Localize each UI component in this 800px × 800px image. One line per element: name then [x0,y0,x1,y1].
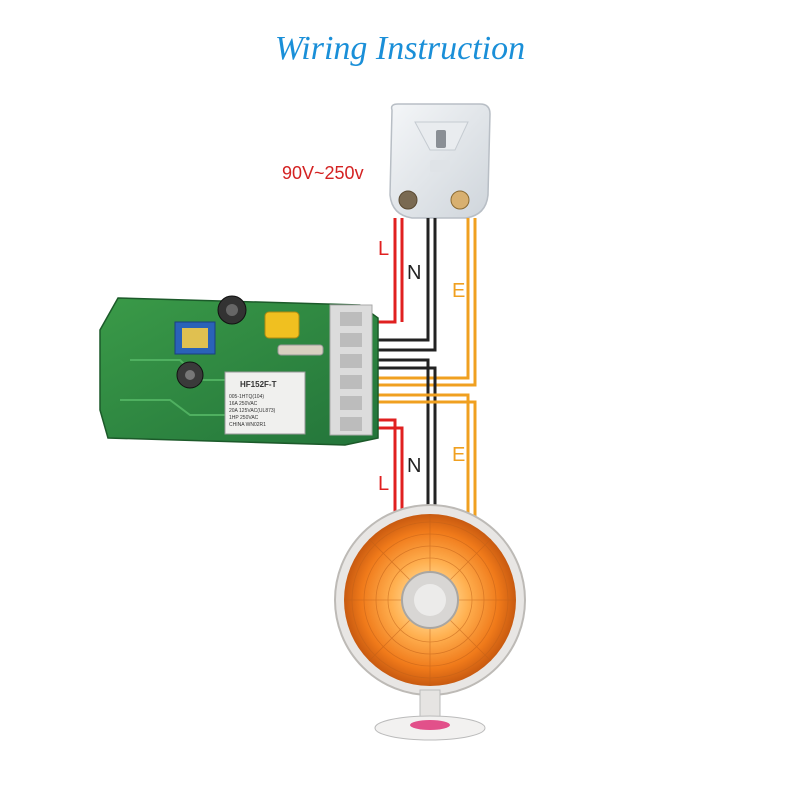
earth-wire-bottom [370,393,477,525]
power-socket [389,103,491,219]
page-title: Wiring Instruction [274,30,526,67]
label-live-bottom: L [378,473,390,495]
label-earth-top: E [452,280,466,302]
relay-board [99,295,379,446]
earth-wire-top [370,218,477,387]
label-neutral-bottom: N [407,455,422,477]
live-wire-top [370,218,404,324]
relay-line1: 005-1HTQ(104) [229,394,264,400]
label-neutral-top: N [407,262,422,284]
label-live-top: L [378,238,390,260]
relay-line2: 16A 250VAC [229,401,258,407]
label-earth-bottom: E [452,444,466,466]
voltage-label: 90V~250v [282,163,364,183]
radiant-heater [334,504,526,741]
relay-line5: CHINA WN02R1 [229,422,266,428]
relay-model: HF152F-T [240,380,277,389]
relay-line3: 20A 125VAC(UL873) [229,408,276,414]
neutral-wire-bottom [370,358,437,530]
relay-line4: 1HP 250VAC [229,415,259,421]
neutral-wire-top [370,218,437,352]
relay-label: HF152F-T 005-1HTQ(104) 16A 250VAC 20A 12… [229,380,277,428]
